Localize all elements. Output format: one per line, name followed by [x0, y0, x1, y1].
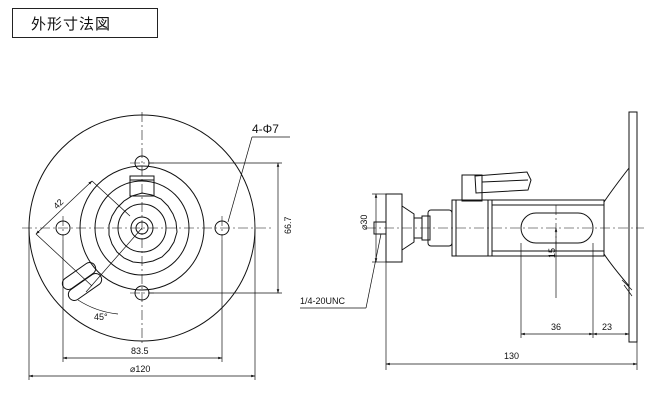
- dim-36-label: 36: [551, 322, 561, 332]
- thread-callout-label: 1/4-20UNC: [300, 296, 346, 306]
- body-inner-circle: [94, 180, 190, 276]
- knurled-knob: [108, 192, 178, 264]
- dim-130-label: 130: [504, 351, 519, 361]
- thread-stud: [373, 221, 387, 235]
- holes-callout: 4-Φ7: [227, 122, 290, 223]
- neck-collar: [421, 215, 431, 241]
- dimension-36-23: 36 23: [520, 243, 630, 338]
- dimension-30: ⌀30: [359, 193, 386, 263]
- dimension-45deg: 45°: [77, 227, 143, 322]
- flared-base: [603, 167, 630, 287]
- front-view: 42 45° 4-Φ7 66.7 83.5: [22, 112, 293, 380]
- knob-inner-ring: [117, 203, 167, 253]
- screw-head: [130, 216, 154, 240]
- slotted-hole: [61, 262, 103, 301]
- dimension-130: 130: [385, 262, 638, 370]
- drawing-title: 外形寸法図: [12, 8, 158, 38]
- dim-45deg-label: 45°: [94, 312, 108, 322]
- dim-15-label: 15: [547, 248, 557, 258]
- screw-center: [135, 221, 149, 235]
- lock-lever[interactable]: [461, 171, 532, 202]
- dim-66-7-label: 66.7: [283, 216, 293, 234]
- dimension-15: 15: [547, 227, 558, 298]
- side-view: ⌀30 1/4-20UNC 15 36 23 130: [300, 111, 644, 370]
- lever-handle: [474, 171, 532, 194]
- dim-23-label: 23: [602, 322, 612, 332]
- dim-120-label: ⌀120: [130, 364, 150, 374]
- arm-slot: [520, 212, 594, 244]
- dimension-42: 42: [35, 180, 131, 287]
- dim-83-5-label: 83.5: [131, 346, 149, 356]
- dimension-120: ⌀120: [28, 228, 256, 380]
- dim-42-label: 42: [51, 197, 65, 211]
- dimension-83-5: 83.5: [62, 240, 223, 362]
- mount-head-taper: [401, 205, 415, 251]
- lever-front: [129, 175, 155, 197]
- holes-callout-label: 4-Φ7: [252, 122, 279, 136]
- thread-callout: 1/4-20UNC: [300, 233, 382, 309]
- lever-stem: [461, 174, 483, 202]
- wall-plate: [628, 111, 638, 343]
- neck: [427, 209, 453, 247]
- dimension-66-7: 66.7: [149, 162, 293, 294]
- dim-30-label: ⌀30: [359, 215, 369, 230]
